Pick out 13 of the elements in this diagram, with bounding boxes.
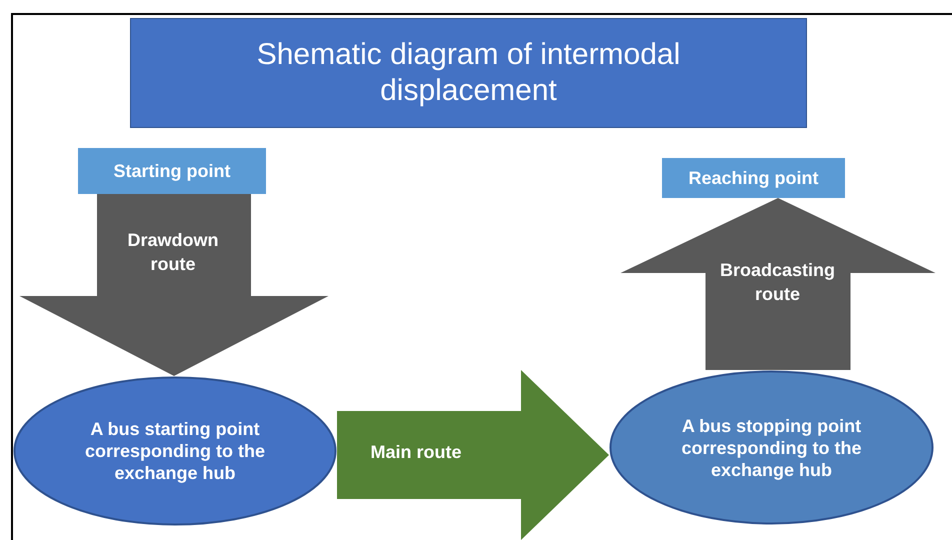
title-banner: Shematic diagram of intermodal displacement xyxy=(130,18,807,128)
block-arrow xyxy=(337,370,609,540)
point-label-box: Starting point xyxy=(78,148,266,194)
edge-label: Drawdown route xyxy=(126,229,220,276)
node-text: A bus starting point corresponding to the exchange hub xyxy=(84,418,266,484)
point-label-box: Reaching point xyxy=(662,158,845,198)
block-arrow xyxy=(620,198,936,370)
hub-ellipse xyxy=(13,376,337,526)
edge-label: Broadcasting route xyxy=(718,259,836,306)
hub-ellipse xyxy=(609,370,934,525)
block-arrow xyxy=(20,194,328,376)
node-text: A bus stopping point corresponding to the exchange hub xyxy=(680,414,862,480)
edge-label: Main route xyxy=(369,441,462,464)
